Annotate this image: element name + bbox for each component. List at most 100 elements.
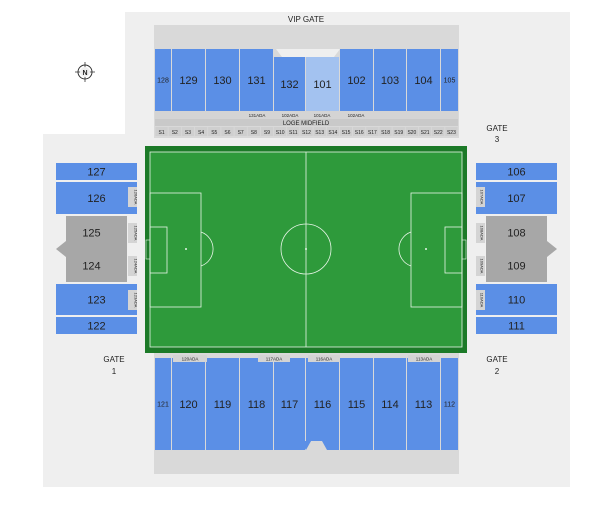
section-shape bbox=[56, 182, 137, 214]
section-119[interactable]: 119 bbox=[206, 358, 239, 450]
section-shape bbox=[56, 284, 137, 315]
suite-box bbox=[418, 127, 432, 136]
suite-box bbox=[155, 127, 168, 136]
section-number: 132 bbox=[280, 79, 298, 91]
suite-label: S20 bbox=[407, 130, 416, 136]
section-129[interactable]: 129 bbox=[172, 49, 205, 111]
section-number: 112 bbox=[444, 401, 455, 408]
suite-label: S22 bbox=[434, 130, 443, 136]
suite-box bbox=[260, 127, 274, 136]
suite-S11[interactable]: S11 bbox=[287, 127, 300, 136]
suite-label: S6 bbox=[224, 130, 230, 136]
suite-S13[interactable]: S13 bbox=[313, 127, 326, 136]
suite-box bbox=[208, 127, 221, 136]
suite-label: S18 bbox=[381, 130, 390, 136]
section-108[interactable]: 108 bbox=[486, 216, 557, 249]
suite-S7[interactable]: S7 bbox=[234, 127, 247, 136]
section-120[interactable]: 120 bbox=[172, 358, 205, 450]
section-shape bbox=[476, 317, 557, 334]
ada-label: 113ADA bbox=[416, 357, 432, 362]
section-122[interactable]: 122 bbox=[56, 317, 137, 334]
suite-label: S9 bbox=[264, 130, 270, 136]
section-number: 115 bbox=[348, 399, 366, 411]
suite-S9[interactable]: S9 bbox=[260, 127, 274, 136]
section-number: 128 bbox=[157, 77, 169, 84]
section-shape bbox=[476, 163, 557, 180]
section-103[interactable]: 103 bbox=[374, 49, 406, 111]
suite-S2[interactable]: S2 bbox=[168, 127, 181, 136]
section-121[interactable]: 121 bbox=[155, 358, 171, 450]
section-101[interactable]: 101 bbox=[306, 57, 339, 111]
suite-box bbox=[221, 127, 234, 136]
ada-strip bbox=[476, 223, 485, 243]
section-107[interactable]: 107 bbox=[476, 182, 557, 214]
soccer-pitch bbox=[145, 146, 467, 353]
section-shape bbox=[56, 317, 137, 334]
section-114[interactable]: 114 bbox=[374, 358, 406, 450]
suite-S10[interactable]: S10 bbox=[273, 127, 287, 136]
suite-label: S23 bbox=[447, 130, 456, 136]
suite-box bbox=[247, 127, 260, 136]
suite-S19[interactable]: S19 bbox=[392, 127, 405, 136]
section-118[interactable]: 118 bbox=[240, 358, 273, 450]
suite-box bbox=[366, 127, 379, 136]
section-128[interactable]: 128 bbox=[155, 49, 171, 111]
suite-S17[interactable]: S17 bbox=[366, 127, 379, 136]
suite-S23[interactable]: S23 bbox=[445, 127, 458, 136]
section-110[interactable]: 110 bbox=[476, 284, 557, 315]
section-106[interactable]: 106 bbox=[476, 163, 557, 180]
suite-box bbox=[353, 127, 366, 136]
suite-S1[interactable]: S1 bbox=[155, 127, 168, 136]
suite-S12[interactable]: S12 bbox=[300, 127, 313, 136]
section-115[interactable]: 115 bbox=[340, 358, 373, 450]
section-shape bbox=[155, 49, 171, 111]
section-109[interactable]: 109 bbox=[486, 249, 557, 282]
suite-S4[interactable]: S4 bbox=[194, 127, 208, 136]
suite-box bbox=[300, 127, 313, 136]
section-104[interactable]: 104 bbox=[407, 49, 440, 111]
suite-S8[interactable]: S8 bbox=[247, 127, 260, 136]
suite-S21[interactable]: S21 bbox=[418, 127, 432, 136]
section-number: 119 bbox=[214, 399, 232, 411]
section-number: 108 bbox=[507, 227, 525, 239]
section-number: 116 bbox=[314, 399, 332, 411]
suite-box bbox=[168, 127, 181, 136]
section-number: 111 bbox=[508, 320, 525, 332]
section-125[interactable]: 125 bbox=[56, 216, 127, 249]
suite-S16[interactable]: S16 bbox=[353, 127, 366, 136]
section-102[interactable]: 102 bbox=[340, 49, 373, 111]
section-112[interactable]: 112 bbox=[441, 358, 458, 450]
section-113[interactable]: 113 bbox=[407, 358, 440, 450]
section-116[interactable]: 116 bbox=[306, 358, 339, 450]
suite-S5[interactable]: S5 bbox=[208, 127, 221, 136]
suite-S18[interactable]: S18 bbox=[379, 127, 392, 136]
suite-S6[interactable]: S6 bbox=[221, 127, 234, 136]
section-132[interactable]: 132 bbox=[274, 57, 305, 111]
section-117[interactable]: 117 bbox=[274, 358, 311, 450]
suite-label: S8 bbox=[251, 130, 257, 136]
section-130[interactable]: 130 bbox=[206, 49, 239, 111]
section-number: 127 bbox=[87, 166, 105, 178]
suite-S15[interactable]: S15 bbox=[339, 127, 353, 136]
section-number: 124 bbox=[82, 260, 100, 272]
ada-strip bbox=[476, 256, 485, 276]
suite-S20[interactable]: S20 bbox=[405, 127, 419, 136]
section-124[interactable]: 124 bbox=[56, 249, 127, 282]
ada-strip bbox=[173, 355, 207, 362]
section-shape bbox=[476, 284, 557, 315]
section-105[interactable]: 105 bbox=[441, 49, 458, 111]
suite-S14[interactable]: S14 bbox=[326, 127, 340, 136]
suite-S22[interactable]: S22 bbox=[432, 127, 445, 136]
section-127[interactable]: 127 bbox=[56, 163, 137, 180]
suite-box bbox=[392, 127, 405, 136]
section-126[interactable]: 126 bbox=[56, 182, 137, 214]
ada-strip bbox=[408, 355, 440, 362]
ada-strip bbox=[258, 355, 290, 362]
section-123[interactable]: 123 bbox=[56, 284, 137, 315]
compass-icon: N bbox=[75, 62, 95, 82]
section-111[interactable]: 111 bbox=[476, 317, 557, 334]
section-shape bbox=[407, 358, 440, 450]
suite-S3[interactable]: S3 bbox=[181, 127, 195, 136]
section-131[interactable]: 131 bbox=[240, 49, 273, 111]
